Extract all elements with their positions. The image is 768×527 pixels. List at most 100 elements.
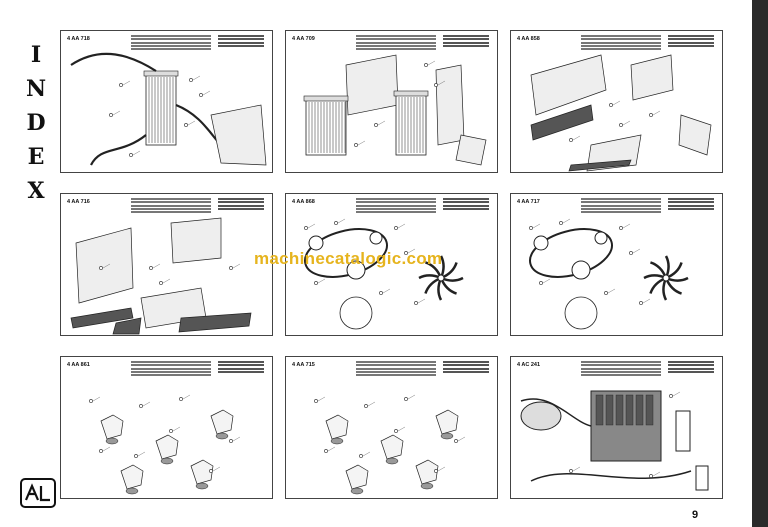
plate (112, 317, 142, 335)
diagram-panel[interactable]: 4 AA 861 (60, 356, 273, 499)
panel-code: 4 AA 716 (67, 199, 90, 205)
bolt (404, 397, 408, 401)
leader-line (132, 150, 141, 156)
page-number: 9 (692, 509, 699, 521)
leader-line (202, 90, 211, 96)
leader-line (437, 466, 446, 472)
exploded-drawing (529, 218, 689, 330)
panel-title-lines (581, 360, 661, 377)
panel-title-lines (356, 360, 436, 377)
diagram-panel[interactable]: 4 AA 715 (285, 356, 498, 499)
plate (345, 54, 399, 116)
diagram-panel[interactable]: 4 AA 716 (60, 193, 273, 336)
bolt (454, 439, 458, 443)
panel-title-lines (131, 34, 211, 51)
engine-mount-bracket (415, 459, 439, 485)
bolt (394, 226, 398, 230)
bolt (169, 429, 173, 433)
bolt (629, 251, 633, 255)
plate (435, 64, 465, 146)
panel-model-codes (443, 360, 489, 374)
diagram-panel[interactable]: 4 AA 717 (510, 193, 723, 336)
engine-fin (605, 394, 614, 426)
leader-line (192, 75, 201, 81)
bolt (619, 123, 623, 127)
panel-code: 4 AA 717 (517, 199, 540, 205)
bolt (569, 469, 573, 473)
diagram-panel[interactable]: 4 AA 858 (510, 30, 723, 173)
leader-line (102, 263, 111, 269)
engine-mount-bracket (155, 434, 179, 460)
bolt (334, 221, 338, 225)
bolt (99, 449, 103, 453)
radiator-tank (143, 70, 179, 77)
bolt (434, 83, 438, 87)
fuel-filter (675, 410, 691, 452)
bolt (669, 394, 673, 398)
leader-line (562, 218, 571, 224)
fuel-line (530, 470, 692, 482)
panel-model-codes (218, 360, 264, 374)
leader-line (612, 100, 621, 106)
plate (530, 104, 594, 141)
bolt (619, 226, 623, 230)
exploded-drawing (530, 54, 712, 172)
panel-model-codes (218, 34, 264, 48)
rubber-mount (440, 432, 454, 440)
panel-model-codes (443, 34, 489, 48)
diagram-panel[interactable]: 4 AC 241 (510, 356, 723, 499)
panel-model-codes (668, 360, 714, 374)
leader-line (572, 135, 581, 141)
bolt (149, 266, 153, 270)
leader-line (622, 120, 631, 126)
diagram-panel[interactable]: 4 AA 718 (60, 30, 273, 173)
exploded-drawing (70, 52, 267, 166)
bolt (139, 404, 143, 408)
manufacturer-logo (20, 478, 56, 508)
leader-line (607, 288, 616, 294)
leader-line (112, 110, 121, 116)
bolt (134, 454, 138, 458)
leader-line (622, 223, 631, 229)
leader-line (427, 60, 436, 66)
bolt (414, 301, 418, 305)
bolt (209, 469, 213, 473)
leader-line (367, 401, 376, 407)
engine-fin (635, 394, 644, 426)
panel-title-lines (356, 197, 436, 214)
radiator-tank (303, 95, 349, 102)
leader-line (362, 451, 371, 457)
bolt (569, 138, 573, 142)
leader-line (232, 263, 241, 269)
hose (90, 134, 147, 166)
leader-line (642, 298, 651, 304)
bolt (649, 474, 653, 478)
pulley (571, 260, 591, 280)
leader-line (187, 120, 196, 126)
index-letter: E (27, 144, 45, 170)
rubber-mount (385, 457, 399, 465)
bolt (379, 291, 383, 295)
panel-title-lines (581, 34, 661, 51)
bolt (99, 266, 103, 270)
diagram-panel[interactable]: 4 AA 709 (285, 30, 498, 173)
pulley (594, 231, 608, 245)
bolt (109, 113, 113, 117)
leader-line (152, 263, 161, 269)
index-letter: X (27, 178, 45, 204)
bolt (649, 113, 653, 117)
bolt (304, 226, 308, 230)
diagram-panel[interactable]: 4 AA 868 (285, 193, 498, 336)
rubber-mount (160, 457, 174, 465)
plate (75, 227, 134, 304)
engine-mount-bracket (190, 459, 214, 485)
rubber-mount (215, 432, 229, 440)
fuel-line (520, 398, 592, 427)
plate (530, 54, 607, 116)
bolt (609, 103, 613, 107)
pulley (308, 235, 324, 251)
pulley (533, 235, 549, 251)
leader-line (357, 140, 366, 146)
leader-line (327, 446, 336, 452)
leader-line (122, 80, 131, 86)
